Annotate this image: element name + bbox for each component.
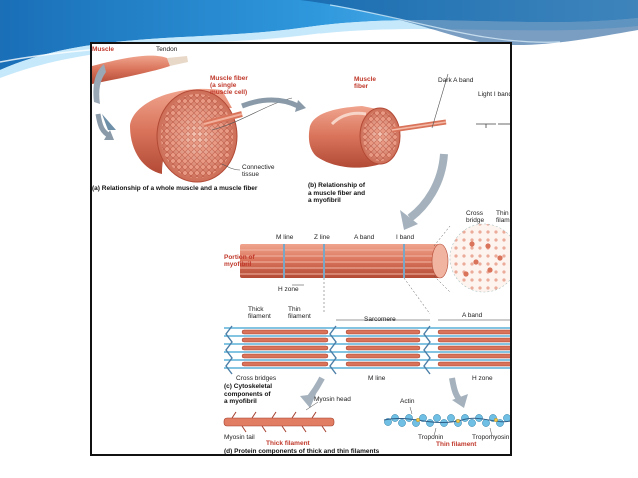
label-connective-2: tissue <box>242 171 259 178</box>
label-z-line: Z line <box>314 234 330 241</box>
caption-a: (a) Relationship of a whole muscle and a… <box>92 185 257 193</box>
caption-d-letter: (d) <box>224 448 233 455</box>
label-tendon: Tendon <box>156 46 178 53</box>
label-muscle-fiber-a-3: muscle cell) <box>210 89 248 96</box>
label-cross-bridges: Cross bridges <box>236 375 277 382</box>
label-dark-a-band: Dark A band <box>438 77 474 84</box>
label-tropomyosin: Tropomyosin <box>472 434 510 441</box>
label-actin: Actin <box>400 398 415 405</box>
label-a-band: A band <box>354 234 375 241</box>
label-portion-2: myofibril <box>224 261 252 268</box>
caption-c-text-3: a myofibril <box>224 398 257 405</box>
label-sarcomere: Sarcomere <box>364 316 396 323</box>
label-h-zone-2: H zone <box>472 375 493 382</box>
label-m-line: M line <box>276 234 294 241</box>
label-m-line-2: M line <box>368 375 386 382</box>
label-cross-bridge-1: Cross <box>466 210 483 217</box>
label-muscle: Muscle <box>92 46 115 53</box>
label-light-i-band: Light I band <box>478 91 512 98</box>
caption-a-letter: (a) <box>92 185 100 192</box>
caption-c-text-2: components of <box>224 390 271 398</box>
caption-a-text: Relationship of a whole muscle and a mus… <box>101 185 258 192</box>
label-muscle-fiber-a-1: Muscle fiber <box>210 75 248 82</box>
muscle-anatomy-figure: Muscle Tendon Muscle fiber (a single mus… <box>90 42 512 456</box>
caption-b: (b) Relationship of a muscle fiber and a… <box>308 182 365 205</box>
label-thin-filament-mid-2: filament <box>288 313 311 320</box>
caption-b-letter: (b) <box>308 182 317 189</box>
caption-b-text-2: a muscle fiber and <box>308 189 366 197</box>
caption-c-text-1: Cytoskeletal <box>233 383 273 390</box>
label-thick-filament-1: Thick <box>248 306 264 313</box>
label-h-zone: H zone <box>278 286 299 293</box>
label-myosin-tail: Myosin tail <box>224 434 255 441</box>
label-thick-filament-2: filament <box>248 313 271 320</box>
label-connective-1: Connective <box>242 164 275 171</box>
caption-b-text-3: a myofibril <box>308 197 341 204</box>
caption-d: (d) Protein components of thick and thin… <box>224 448 380 455</box>
label-myosin-head: Myosin head <box>314 396 351 403</box>
label-muscle-fiber-b-1: Muscle <box>354 76 377 83</box>
label-cross-bridge-2: bridge <box>466 217 485 224</box>
label-thin-filament-top-2: filament <box>496 217 510 224</box>
label-i-band: I band <box>396 234 415 241</box>
label-a-band-2: A band <box>462 312 483 319</box>
label-muscle-fiber-a-2: (a single <box>210 82 237 89</box>
figure-illustration <box>92 55 510 437</box>
caption-c: (c) Cytoskeletal components of a myofibr… <box>224 383 272 406</box>
caption-d-text: Protein components of thick and thin fil… <box>234 448 380 455</box>
label-thin-filament-top-1: Thin <box>496 210 509 217</box>
label-thick-filament-red: Thick filament <box>266 440 310 447</box>
label-portion-1: Portion of <box>224 254 255 261</box>
label-thin-filament-red: Thin filament <box>436 441 477 448</box>
label-troponin: Troponin <box>418 434 444 441</box>
label-muscle-fiber-b-2: fiber <box>354 83 369 90</box>
caption-c-letter: (c) <box>224 383 232 390</box>
label-thin-filament-mid-1: Thin <box>288 306 301 313</box>
caption-b-text-1: Relationship of <box>318 182 366 189</box>
